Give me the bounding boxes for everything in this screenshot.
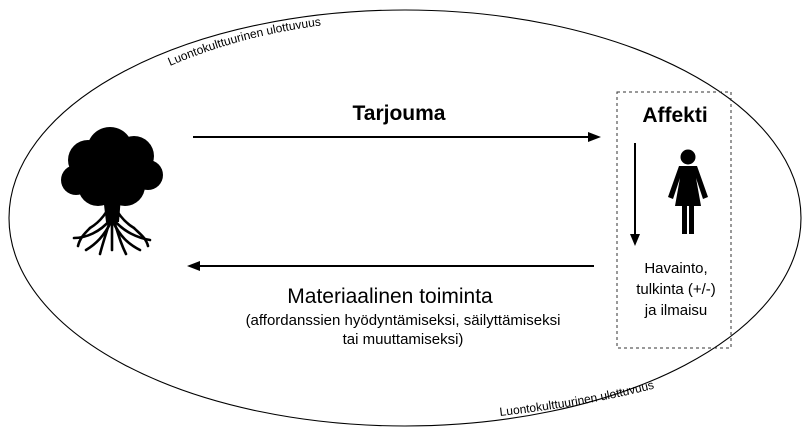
tree-icon [61, 127, 163, 256]
bottom-arrow-note-line-1: (affordanssien hyödyntämiseksi, säilyttä… [246, 312, 561, 329]
ellipse-label-bottom: Luontokulttuurinen ulottuvuus [499, 378, 656, 419]
top-arrow [193, 132, 601, 142]
bottom-arrow-note-line-2: tai muuttamiseksi) [343, 331, 464, 348]
affect-down-arrow [630, 143, 640, 246]
bottom-arrow [187, 261, 594, 271]
top-arrow-label: Tarjouma [353, 102, 446, 125]
outer-ellipse [8, 9, 802, 427]
person-icon [668, 149, 708, 234]
ellipse-label-top: Luontokulttuurinen ulottuvuus [166, 15, 322, 69]
affect-box-title: Affekti [642, 104, 707, 127]
affect-box-line-1: Havainto, [644, 260, 707, 277]
affect-box-line-2: tulkinta (+/-) [636, 281, 716, 298]
bottom-arrow-label: Materiaalinen toiminta [287, 285, 493, 308]
affect-box-line-3: ja ilmaisu [644, 302, 708, 319]
affect-box [616, 91, 732, 349]
